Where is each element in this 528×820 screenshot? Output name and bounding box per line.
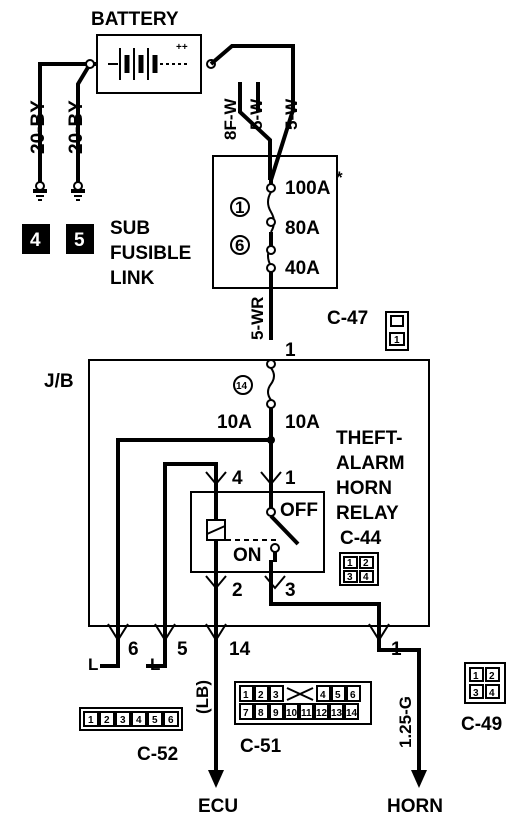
connector-c52-pin: 3 [120, 715, 126, 726]
output-pin-14: 14 [229, 639, 251, 660]
connector-c44-icon [339, 552, 379, 586]
fuse-10a-right: 10A [285, 412, 320, 433]
ground-point-5-badge [66, 224, 94, 254]
wire-125g: 1.25-G [396, 696, 415, 748]
junction-block-box [88, 359, 430, 627]
relay-coil-icon [206, 500, 226, 562]
connector-c52-pin: 6 [168, 715, 174, 726]
battery-positive-wires [209, 44, 295, 181]
relay-label-horn: HORN [336, 478, 392, 499]
connector-c51-pin: 3 [273, 690, 279, 701]
connector-c52-label: C-52 [137, 744, 178, 765]
connector-c51-pin: 10 [286, 708, 298, 719]
connector-c44-pin: 4 [363, 572, 369, 583]
ground-wires [38, 59, 216, 182]
jb-internal-wires [116, 436, 421, 780]
connector-c44-label: C-44 [340, 528, 382, 549]
output-pin-1: 1 [391, 639, 402, 660]
connector-c49-pin: 3 [473, 688, 479, 699]
ground-point-4: 4 [30, 230, 41, 251]
battery-symbol-icon: ++ [108, 42, 190, 80]
connector-c52-icon [79, 707, 183, 731]
fusible-label: FUSIBLE [110, 243, 191, 264]
fuse-100a-asterisk: * [336, 168, 343, 187]
relay-pin-3: 3 [285, 580, 296, 601]
connector-c51-pin: 9 [273, 708, 279, 719]
connector-c47-icon [385, 311, 409, 351]
connector-c51-pin: 11 [301, 708, 312, 719]
fusible-link-box [212, 155, 338, 340]
relay-label-theft: THEFT- [336, 428, 403, 449]
destination-horn: HORN [387, 796, 443, 817]
fuse-number-6: 6 [235, 236, 244, 255]
connector-c51-pin: 5 [335, 690, 341, 701]
ground-point-4-badge [22, 224, 50, 254]
fuse-number-14: 14 [236, 381, 248, 392]
ground-point-5: 5 [74, 230, 85, 251]
connector-c52-pin: 1 [88, 715, 94, 726]
connector-c51-icon [234, 681, 372, 725]
wire-8fw: 8F-W [221, 98, 240, 141]
link-label: LINK [110, 268, 155, 289]
connector-c47-pin: 1 [394, 335, 400, 346]
connector-c52-pin: 4 [136, 715, 142, 726]
battery-label: BATTERY [91, 9, 179, 30]
relay-switch-icon [226, 500, 300, 562]
battery: ++ BATTERY * [91, 9, 214, 94]
wire-20by-2: 20-BY [66, 100, 87, 154]
relay-pin-4: 4 [232, 468, 243, 489]
connector-c51-pin: 13 [331, 708, 343, 719]
junction-block-label: J/B [44, 371, 74, 392]
fuse-40a: 40A [285, 258, 320, 279]
relay-label-relay: RELAY [336, 503, 399, 524]
connector-c51-pin: 14 [346, 708, 358, 719]
connector-c51-pin: 4 [320, 690, 326, 701]
connector-c52-pin: 2 [104, 715, 110, 726]
relay-on-label: ON [233, 545, 262, 566]
output-pin-5: 5 [177, 639, 188, 660]
jb-input-pin: 1 [285, 340, 296, 361]
sub-label: SUB [110, 218, 150, 239]
connector-c51-pin: 8 [258, 708, 264, 719]
relay-label-alarm: ALARM [336, 453, 405, 474]
relay-pin-2: 2 [232, 580, 243, 601]
wire-lb: (LB) [193, 680, 212, 714]
connector-c44-pin: 1 [347, 558, 353, 569]
connector-c44-pin: 2 [363, 558, 369, 569]
connector-c51-pin: 12 [316, 708, 328, 719]
connector-c49-pin: 4 [489, 688, 495, 699]
connector-c49-icon [464, 662, 506, 704]
output-connectors [100, 471, 427, 788]
fuse-10a-left: 10A [217, 412, 252, 433]
connector-c47-label: C-47 [327, 308, 368, 329]
wire-5w-1: 5-W [247, 98, 266, 130]
destination-ecu: ECU [198, 796, 238, 817]
connector-c51-pin: 6 [350, 690, 356, 701]
wire-l-1: L [88, 655, 98, 674]
svg-text:++: ++ [176, 42, 188, 53]
connector-c52-pin: 5 [152, 715, 158, 726]
connector-c49-pin: 2 [489, 671, 495, 682]
wire-5w-2: 5-W [282, 98, 301, 130]
fuse-number-1: 1 [235, 198, 244, 217]
connector-c51-label: C-51 [240, 736, 282, 757]
connector-c51-pin: 1 [243, 690, 249, 701]
wire-l-2: L [150, 655, 160, 674]
fuse-80a: 80A [285, 218, 320, 239]
connector-c51-pin: 7 [243, 708, 249, 719]
connector-c49-label: C-49 [461, 714, 502, 735]
ground-symbol-icon [33, 181, 47, 201]
ground-symbol-icon [71, 181, 85, 201]
connector-c51-pin: 2 [258, 690, 264, 701]
wire-20by-1: 20-BY [28, 100, 49, 154]
relay-pin-1: 1 [285, 468, 296, 489]
connector-c49-pin: 1 [473, 671, 479, 682]
wire-5wr: 5-WR [248, 297, 267, 340]
relay-off-label: OFF [280, 500, 318, 521]
output-pin-6: 6 [128, 639, 139, 660]
fuse-100a: 100A [285, 178, 331, 199]
connector-c44-pin: 3 [347, 572, 353, 583]
theft-alarm-horn-relay [190, 491, 325, 573]
